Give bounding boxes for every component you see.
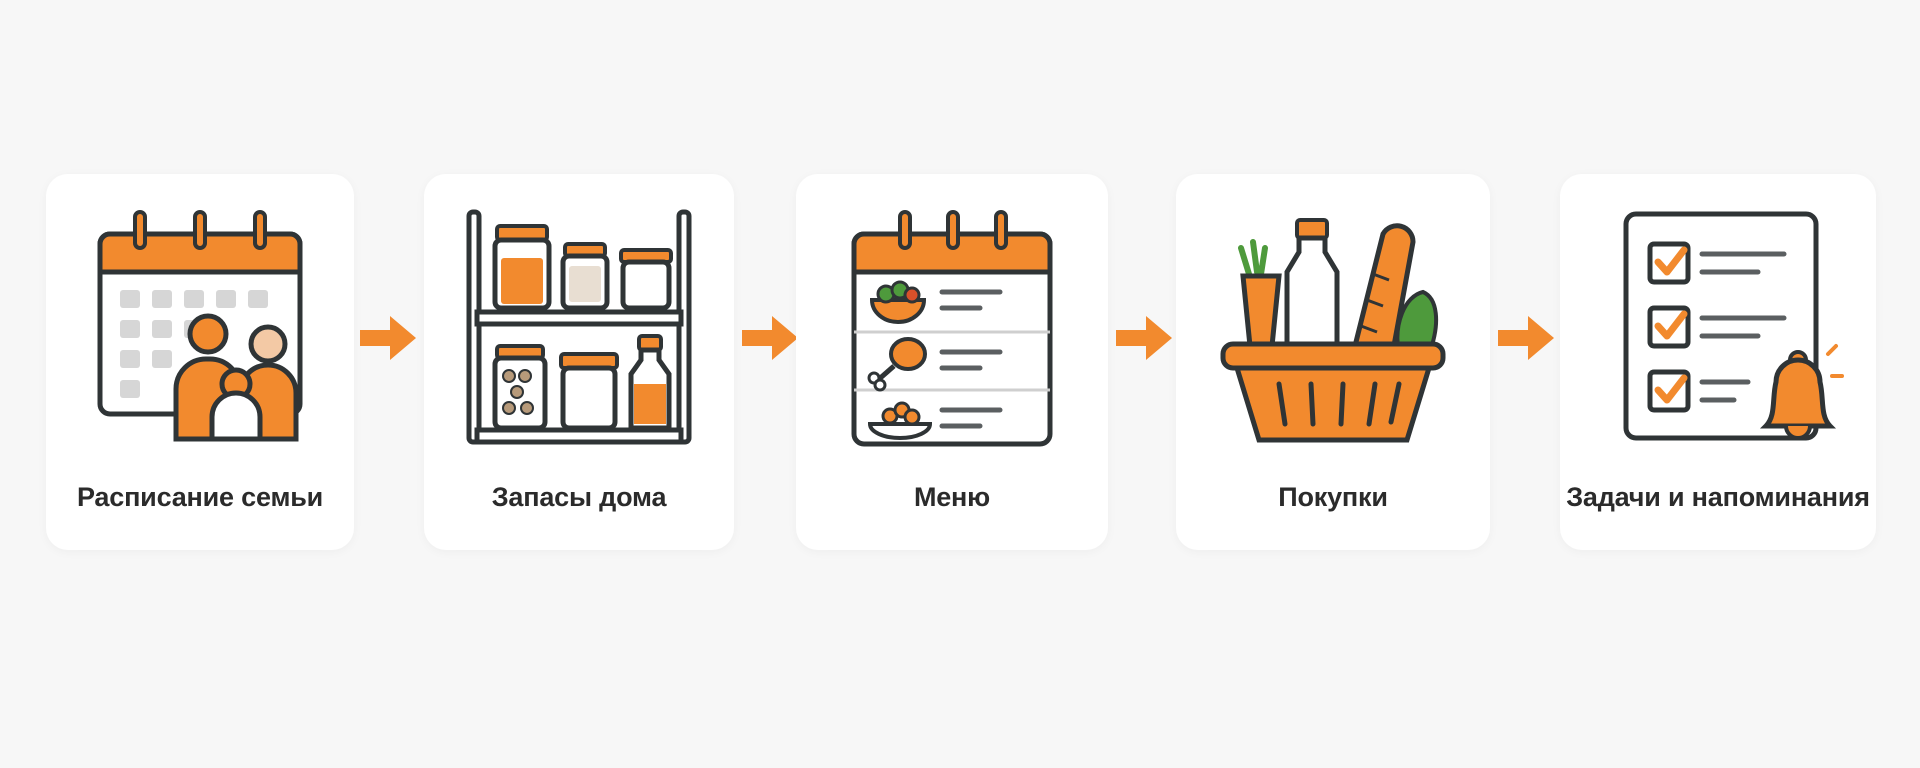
step-card-tasks-reminders: Задачи и напоминания [1560,174,1876,550]
step-card-shopping: Покупки [1176,174,1490,550]
shopping-basket-icon [1176,204,1490,454]
step-card-home-supplies: Запасы дома [424,174,734,550]
step-label: Запасы дома [491,482,667,512]
step-card-family-schedule: Расписание семьи [46,174,354,550]
step-label: Расписание семьи [76,482,324,512]
arrow-right-icon [738,308,802,368]
pantry-shelf-icon [424,204,734,454]
step-card-menu: Меню [796,174,1108,550]
family-calendar-icon [46,204,354,454]
arrow-right-icon [1112,308,1176,368]
step-label: Меню [913,482,991,512]
step-label: Покупки [1278,482,1388,512]
arrow-right-icon [1494,308,1558,368]
step-label: Задачи и напоминания [1566,482,1870,512]
arrow-right-icon [356,308,420,368]
menu-calendar-icon [796,204,1108,454]
checklist-bell-icon [1560,204,1876,454]
